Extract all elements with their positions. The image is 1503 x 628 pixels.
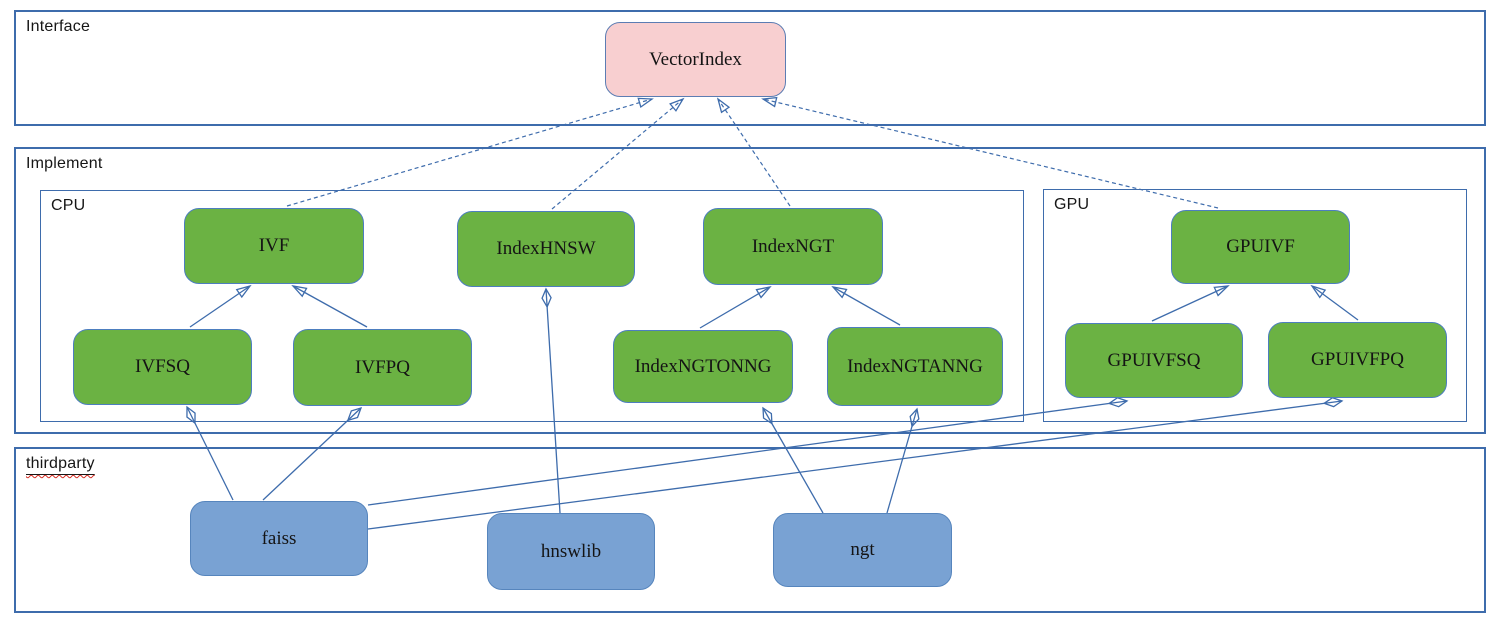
node-gpuivfpq-label: GPUIVFPQ [1311, 349, 1404, 370]
node-ngt: ngt [773, 513, 952, 587]
interface-group-label: Interface [26, 18, 91, 35]
node-ivf-label: IVF [258, 235, 290, 256]
node-vectorindex-label: VectorIndex [649, 48, 742, 70]
node-gpuivfpq: GPUIVFPQ [1268, 322, 1447, 398]
node-ivfpq-label: IVFPQ [355, 356, 410, 378]
cpu-group-label: CPU [51, 197, 86, 214]
node-indexhnsw: IndexHNSW [457, 211, 635, 287]
node-gpuivfsq: GPUIVFSQ [1065, 323, 1243, 398]
node-ivfsq: IVFSQ [73, 329, 252, 405]
node-gpuivf: GPUIVF [1171, 210, 1350, 284]
node-gpuivfsq-label: GPUIVFSQ [1107, 349, 1201, 371]
thirdparty-group-label-text: thirdparty [26, 455, 95, 472]
node-ivf: IVF [184, 208, 364, 284]
node-ivfsq-label: IVFSQ [135, 356, 190, 377]
node-hnswlib: hnswlib [487, 513, 655, 590]
node-indexngtanng-label: IndexNGTANNG [847, 355, 983, 377]
node-indexngt-label: IndexNGT [751, 235, 835, 257]
node-indexngtonng: IndexNGTONNG [613, 330, 793, 403]
node-gpuivf-label: GPUIVF [1226, 236, 1295, 257]
node-hnswlib-label: hnswlib [540, 540, 602, 562]
implement-group-label: Implement [26, 155, 103, 172]
gpu-group-label: GPU [1054, 196, 1090, 213]
node-indexngt: IndexNGT [703, 208, 883, 285]
thirdparty-group-label: thirdparty [26, 455, 95, 473]
node-indexngtonng-label: IndexNGTONNG [634, 355, 772, 377]
node-vectorindex: VectorIndex [605, 22, 786, 97]
node-faiss-label: faiss [261, 527, 297, 549]
node-ivfpq: IVFPQ [293, 329, 472, 406]
node-ngt-label: ngt [850, 539, 875, 560]
node-faiss: faiss [190, 501, 368, 576]
node-indexhnsw-label: IndexHNSW [496, 238, 596, 259]
node-indexngtanng: IndexNGTANNG [827, 327, 1003, 406]
